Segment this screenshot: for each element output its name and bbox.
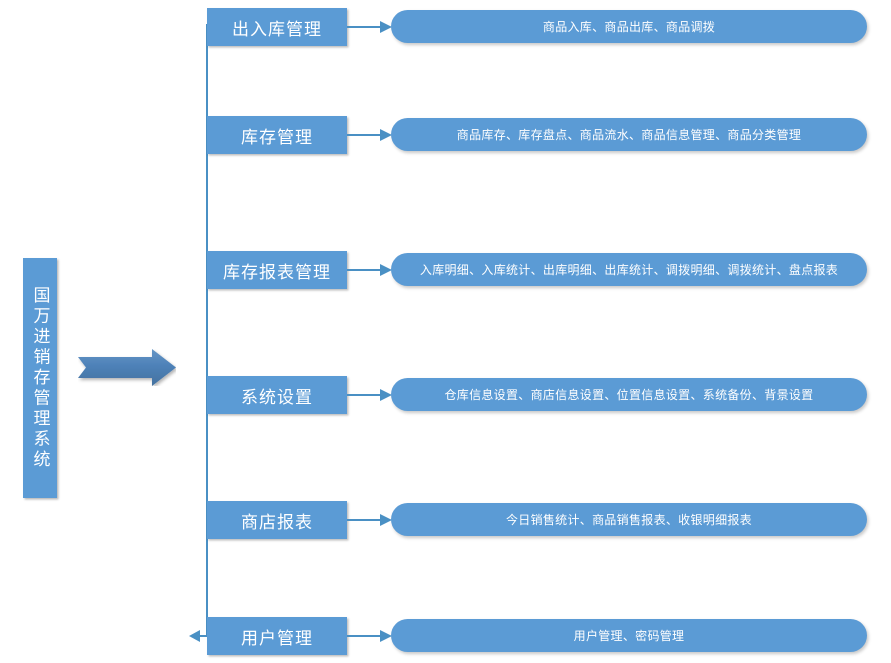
module-details-label: 用户管理、密码管理	[573, 629, 685, 643]
module-details-pill[interactable]: 商品库存、库存盘点、商品流水、商品信息管理、商品分类管理	[391, 118, 867, 151]
module-name-label: 出入库管理	[232, 19, 322, 39]
module-box-yonghuguanli[interactable]: 用户管理	[207, 617, 347, 655]
module-details-pill[interactable]: 今日销售统计、商品销售报表、收银明细报表	[391, 503, 867, 536]
right-arrow-icon	[347, 127, 393, 143]
module-row: 库存管理 商品库存、库存盘点、商品流水、商品信息管理、商品分类管理	[0, 116, 891, 156]
block-right-arrow-icon	[78, 349, 176, 386]
right-arrow-icon	[347, 628, 393, 644]
module-box-chukuguanli[interactable]: 出入库管理	[207, 8, 347, 46]
system-title-bar: 国万进销存管理系统	[23, 258, 57, 498]
tree-branch-connector	[176, 0, 236, 663]
right-arrow-icon	[347, 262, 393, 278]
module-name-label: 商店报表	[241, 512, 313, 532]
module-name-label: 用户管理	[241, 628, 313, 648]
module-name-label: 系统设置	[241, 387, 313, 407]
module-box-kucunguanli[interactable]: 库存管理	[207, 116, 347, 154]
right-arrow-icon	[347, 19, 393, 35]
module-details-label: 仓库信息设置、商店信息设置、位置信息设置、系统备份、背景设置	[444, 388, 814, 402]
module-row: 出入库管理 商品入库、商品出库、商品调拨	[0, 8, 891, 48]
module-box-xitongshezhi[interactable]: 系统设置	[207, 376, 347, 414]
module-row: 系统设置 仓库信息设置、商店信息设置、位置信息设置、系统备份、背景设置	[0, 376, 891, 416]
right-arrow-icon	[347, 512, 393, 528]
module-details-label: 商品库存、库存盘点、商品流水、商品信息管理、商品分类管理	[456, 128, 802, 142]
module-box-kucunbaobiaoguanli[interactable]: 库存报表管理	[207, 251, 347, 289]
module-box-shangdianbaobiao[interactable]: 商店报表	[207, 501, 347, 539]
module-details-pill[interactable]: 商品入库、商品出库、商品调拨	[391, 10, 867, 43]
module-details-pill[interactable]: 用户管理、密码管理	[391, 619, 867, 652]
module-details-pill[interactable]: 入库明细、入库统计、出库明细、出库统计、调拨明细、调拨统计、盘点报表	[391, 253, 867, 286]
module-details-pill[interactable]: 仓库信息设置、商店信息设置、位置信息设置、系统备份、背景设置	[391, 378, 867, 411]
module-details-label: 入库明细、入库统计、出库明细、出库统计、调拨明细、调拨统计、盘点报表	[419, 263, 839, 277]
module-row: 用户管理 用户管理、密码管理	[0, 617, 891, 657]
system-title-label: 国万进销存管理系统	[30, 285, 50, 471]
module-details-label: 商品入库、商品出库、商品调拨	[542, 20, 716, 34]
right-arrow-icon	[347, 387, 393, 403]
module-details-label: 今日销售统计、商品销售报表、收银明细报表	[505, 513, 752, 527]
module-row: 商店报表 今日销售统计、商品销售报表、收银明细报表	[0, 501, 891, 541]
module-name-label: 库存管理	[241, 127, 313, 147]
module-name-label: 库存报表管理	[223, 262, 331, 282]
module-row: 库存报表管理 入库明细、入库统计、出库明细、出库统计、调拨明细、调拨统计、盘点报…	[0, 251, 891, 291]
